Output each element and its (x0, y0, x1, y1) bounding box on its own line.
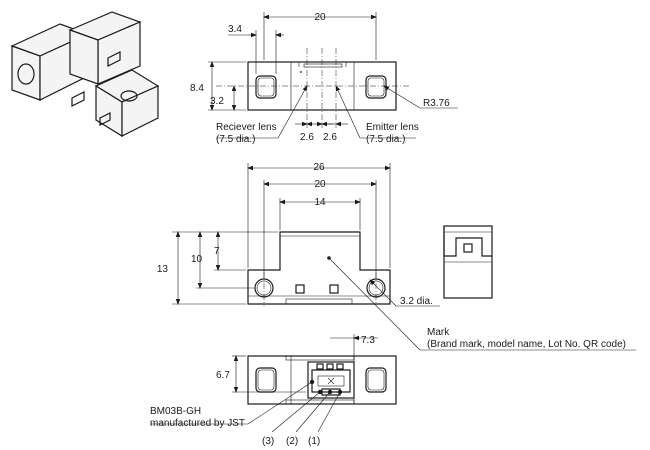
pin-3-label: (3) (262, 436, 274, 447)
mark-label: Mark (427, 327, 450, 338)
receiver-lens (255, 75, 277, 99)
dim-lens-offset: 3.2 (210, 96, 224, 107)
dim-right-pitch: 2.6 (323, 132, 337, 143)
emitter-lens (365, 75, 387, 99)
isometric-view (10, 11, 160, 138)
dim-radius: R3.76 (423, 98, 450, 109)
dim-left-pitch: 2.6 (300, 132, 314, 143)
dim-connector-offset: 7.3 (361, 335, 375, 346)
dim-body-width: 14 (314, 197, 326, 208)
dim-height: 8.4 (190, 83, 204, 94)
bottom-view-body (247, 355, 397, 405)
dim-hole-pitch: 20 (314, 179, 326, 190)
pin-2-label: (2) (286, 436, 298, 447)
mark-desc: (Brand mark, model name, Lot No. QR code… (427, 339, 626, 350)
connector-maker-label: manufactured by JST (150, 418, 245, 429)
dim-overall-width: 20 (314, 12, 326, 23)
dim-hole-height: 10 (191, 254, 203, 265)
top-view: 20 3.4 8.4 3.2 2.6 2.6 R3.76 Reciever le… (190, 12, 458, 145)
front-view: 26 20 14 13 10 7 3.2 dia. Mark (Brand ma… (157, 162, 636, 351)
connector-part-label: BM03B-GH (150, 406, 201, 417)
emitter-lens-dia: (7.5 dia.) (366, 134, 405, 145)
dim-connector-height: 6.7 (216, 370, 230, 381)
receiver-lens-label: Reciever lens (216, 122, 277, 133)
dim-outer-width: 26 (313, 162, 325, 173)
receiver-lens-dia: (7.5 dia.) (216, 134, 255, 145)
dim-hole-dia: 3.2 dia. (400, 296, 433, 307)
pin-1-label: (1) (308, 436, 320, 447)
dim-lens-width: 3.4 (228, 24, 242, 35)
emitter-lens-label: Emitter lens (366, 122, 419, 133)
bottom-view: 7.3 6.7 BM03B-GH manufactured by JST (3)… (150, 334, 397, 447)
dim-step-height: 7 (214, 246, 220, 257)
dim-total-height: 13 (157, 264, 169, 275)
connector-body (307, 361, 355, 399)
side-view (443, 225, 493, 299)
